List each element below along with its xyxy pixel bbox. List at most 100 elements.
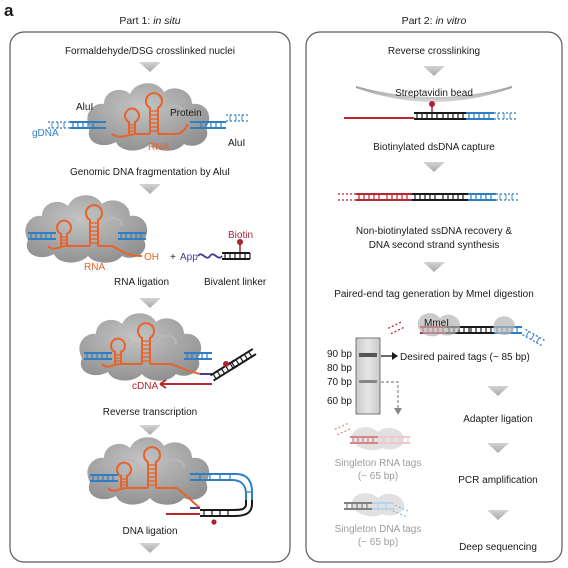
ladder-60: 60 bp bbox=[327, 396, 352, 407]
mmei-black-b bbox=[467, 326, 497, 334]
capture-blue-duplex bbox=[465, 112, 495, 120]
recovered-black-b bbox=[439, 193, 469, 201]
label-gdna: gDNA bbox=[32, 128, 59, 139]
step-rna-ligation: RNA ligation bbox=[114, 277, 169, 288]
mmei-enzyme-blob-a bbox=[417, 313, 461, 337]
gdna-right-dash-1 bbox=[225, 114, 249, 122]
arrow-2 bbox=[139, 184, 161, 194]
biotin-dot-bead bbox=[429, 101, 435, 107]
label-app: App bbox=[180, 252, 198, 263]
ladder-70: 70 bp bbox=[327, 377, 352, 388]
recovered-black-a bbox=[411, 193, 441, 201]
arrow-3 bbox=[139, 298, 161, 308]
ladder-80: 80 bp bbox=[327, 363, 352, 374]
cdna-arrowhead bbox=[159, 379, 167, 389]
label-desired: Desired paired tags (~ 85 bp) bbox=[400, 352, 530, 363]
ligated-loop-black-inner bbox=[200, 500, 247, 511]
rna-strand-2 bbox=[47, 245, 143, 257]
recovered-red-a bbox=[355, 193, 385, 201]
step-dna-ligation: DNA ligation bbox=[122, 526, 177, 537]
arrow-p2-5 bbox=[487, 443, 509, 453]
gel-band-desired bbox=[359, 353, 377, 357]
part2-title: Part 2: in vitro bbox=[402, 15, 467, 27]
recovered-red-b bbox=[383, 193, 413, 201]
label-singleton-dna-2: (~ 65 bp) bbox=[358, 537, 398, 548]
arrow-p2-4 bbox=[487, 386, 509, 396]
part2-panel: Part 2: in vitro Reverse crosslinking St… bbox=[305, 15, 563, 563]
part2-border bbox=[305, 31, 563, 563]
linker-duplex-3 bbox=[209, 347, 257, 382]
step-adapter: Adapter ligation bbox=[463, 414, 533, 425]
label-bivalent-linker: Bivalent linker bbox=[204, 277, 267, 288]
complex-4 bbox=[86, 436, 253, 525]
rna-strand-4 bbox=[107, 487, 201, 509]
step-pcr: PCR amplification bbox=[458, 475, 537, 486]
label-alui-left: AluI bbox=[76, 102, 93, 113]
label-singleton-dna-1: Singleton DNA tags bbox=[335, 524, 422, 535]
label-alui-right: AluI bbox=[228, 138, 245, 149]
bivalent-linker-duplex bbox=[221, 252, 251, 260]
rna-strand-1 bbox=[111, 123, 189, 138]
step-rt: Reverse transcription bbox=[103, 407, 197, 418]
arrow-5 bbox=[139, 543, 161, 553]
capture-black-duplex-b bbox=[439, 112, 469, 120]
panel-letter: a bbox=[4, 1, 14, 20]
step-capture: Biotinylated dsDNA capture bbox=[373, 142, 495, 153]
step-recovery-line1: Non-biotinylated ssDNA recovery & bbox=[356, 226, 513, 237]
capture-blue-dash bbox=[493, 112, 517, 120]
biotin-dot-2 bbox=[223, 361, 229, 367]
protein-blob-3 bbox=[78, 312, 203, 382]
singleton-arrow-head bbox=[394, 408, 402, 415]
part1-panel: Part 1: in situ Formaldehyde/DSG crossli… bbox=[9, 15, 291, 563]
complex-3: cDNA bbox=[78, 312, 257, 392]
singleton-rna bbox=[334, 423, 410, 451]
gel-band-singleton bbox=[359, 380, 377, 383]
label-protein: Protein bbox=[170, 108, 202, 119]
arrow-1 bbox=[139, 62, 161, 72]
step-fragmentation: Genomic DNA fragmentation by AluI bbox=[70, 167, 230, 178]
ligated-loop-black bbox=[200, 500, 253, 517]
linker-wave bbox=[197, 253, 223, 259]
arrow-p2-3 bbox=[423, 262, 445, 272]
part1-title: Part 1: in situ bbox=[119, 15, 180, 27]
arrow-p2-6 bbox=[487, 510, 509, 520]
biotin-dot-1 bbox=[237, 239, 243, 245]
step-mmei: Paired-end tag generation by MmeI digest… bbox=[334, 289, 534, 300]
capture-black-duplex bbox=[413, 112, 443, 120]
step-reverse-crosslinking: Reverse crosslinking bbox=[388, 46, 480, 57]
step-recovery-line2: DNA second strand synthesis bbox=[369, 240, 500, 251]
label-bead: Streptavidin bead bbox=[395, 88, 473, 99]
label-singleton-rna-2: (~ 65 bp) bbox=[358, 471, 398, 482]
ladder-90: 90 bp bbox=[327, 349, 352, 360]
rna-strand-3 bbox=[101, 363, 201, 375]
arrow-p2-2 bbox=[423, 162, 445, 172]
mmei-fragment: MmeI bbox=[388, 313, 546, 347]
biotin-dot-3 bbox=[211, 519, 217, 525]
recovered-dsdna bbox=[338, 193, 519, 201]
desired-arrow-head bbox=[392, 352, 398, 360]
label-plus: + bbox=[170, 252, 176, 263]
label-oh: OH bbox=[144, 252, 159, 263]
recovered-blue-dash bbox=[495, 193, 519, 201]
bead-capture: Streptavidin bead bbox=[344, 86, 517, 120]
label-singleton-rna-1: Singleton RNA tags bbox=[335, 458, 422, 469]
ligated-loop-blue-inner bbox=[190, 479, 247, 500]
complex-2: OH RNA + App Biotin bbox=[24, 194, 253, 273]
singleton-arrow bbox=[381, 381, 399, 410]
recovered-blue-a bbox=[467, 193, 497, 201]
gel-lane bbox=[355, 337, 381, 415]
label-biotin: Biotin bbox=[228, 230, 253, 241]
step-crosslink: Formaldehyde/DSG crosslinked nuclei bbox=[65, 46, 235, 57]
label-rna-2: RNA bbox=[84, 262, 105, 273]
complex-1: AluI AluI Protein gDNA RNA bbox=[32, 82, 249, 153]
singleton-dna bbox=[343, 493, 411, 518]
arrow-4 bbox=[139, 425, 161, 435]
label-mmei: MmeI bbox=[424, 318, 449, 329]
gel: 90 bp 80 bp 70 bp 60 bp Desired paired t… bbox=[327, 337, 530, 415]
step-sequencing: Deep sequencing bbox=[459, 542, 537, 553]
label-rna-1: RNA bbox=[148, 142, 169, 153]
arrow-p2-1 bbox=[423, 66, 445, 76]
label-cdna: cDNA bbox=[132, 381, 158, 392]
streptavidin-bead bbox=[356, 86, 512, 102]
